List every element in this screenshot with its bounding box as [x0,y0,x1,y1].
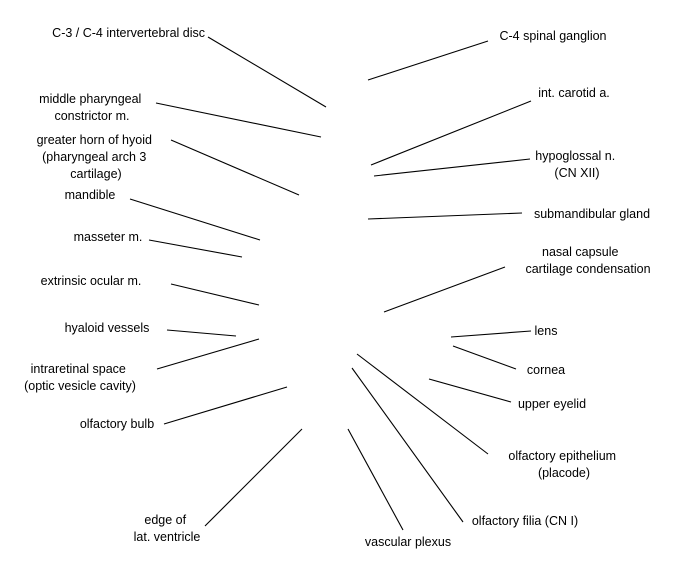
label-extrinsic-ocular: extrinsic ocular m. [41,274,142,288]
label-lens: lens [535,324,558,338]
leader-int-carotid [370,100,532,166]
leader-olfactory-bulb [163,386,288,425]
leader-olfactory-filia [351,367,464,523]
leader-lens [450,330,532,338]
label-olfactory-epithelium: olfactory epithelium (placode) [508,449,619,480]
label-mandible: mandible [65,188,116,202]
label-intraretinal-space: intraretinal space (optic vesicle cavity… [24,362,136,393]
leader-vascular-plexus [347,428,404,531]
label-hyoid-horn: greater horn of hyoid (pharyngeal arch 3… [37,133,156,181]
label-middle-pharyngeal: middle pharyngeal constrictor m. [39,92,145,123]
label-olfactory-bulb: olfactory bulb [80,417,154,431]
leader-hyoid-horn [170,139,300,196]
label-olfactory-filia: olfactory filia (CN I) [472,514,578,528]
leader-c3c4-disc [207,36,327,108]
label-hyaloid-vessels: hyaloid vessels [65,321,150,335]
leader-olfactory-epithelium [356,353,489,455]
leader-cornea [452,345,517,370]
leader-masseter [148,239,243,258]
leader-nasal-capsule [383,266,506,313]
label-c4-ganglion: C-4 spinal ganglion [499,29,606,43]
leader-hyaloid-vessels [166,329,237,337]
label-upper-eyelid: upper eyelid [518,397,586,411]
leader-intraretinal-space [156,338,260,370]
leader-extrinsic-ocular [170,283,260,306]
label-nasal-capsule: nasal capsule cartilage condensation [525,245,650,276]
leader-middle-pharyngeal [155,102,322,138]
label-c3c4-disc: C-3 / C-4 intervertebral disc [52,26,205,40]
label-lat-ventricle: edge of lat. ventricle [134,513,201,544]
leader-hypoglossal [373,158,531,177]
leader-mandible [129,198,261,241]
label-vascular-plexus: vascular plexus [365,535,451,549]
label-int-carotid: int. carotid a. [538,86,610,100]
leader-lines [129,36,532,531]
label-hypoglossal: hypoglossal n. (CN XII) [535,149,618,180]
labels: C-3 / C-4 intervertebral disc middle pha… [24,26,651,549]
leader-upper-eyelid [428,378,512,403]
label-masseter: masseter m. [74,230,143,244]
leader-c4-ganglion [367,40,489,81]
leader-lat-ventricle [204,428,303,527]
label-cornea: cornea [527,363,565,377]
leader-submandibular-gland [367,212,523,220]
label-submandibular-gland: submandibular gland [534,207,650,221]
